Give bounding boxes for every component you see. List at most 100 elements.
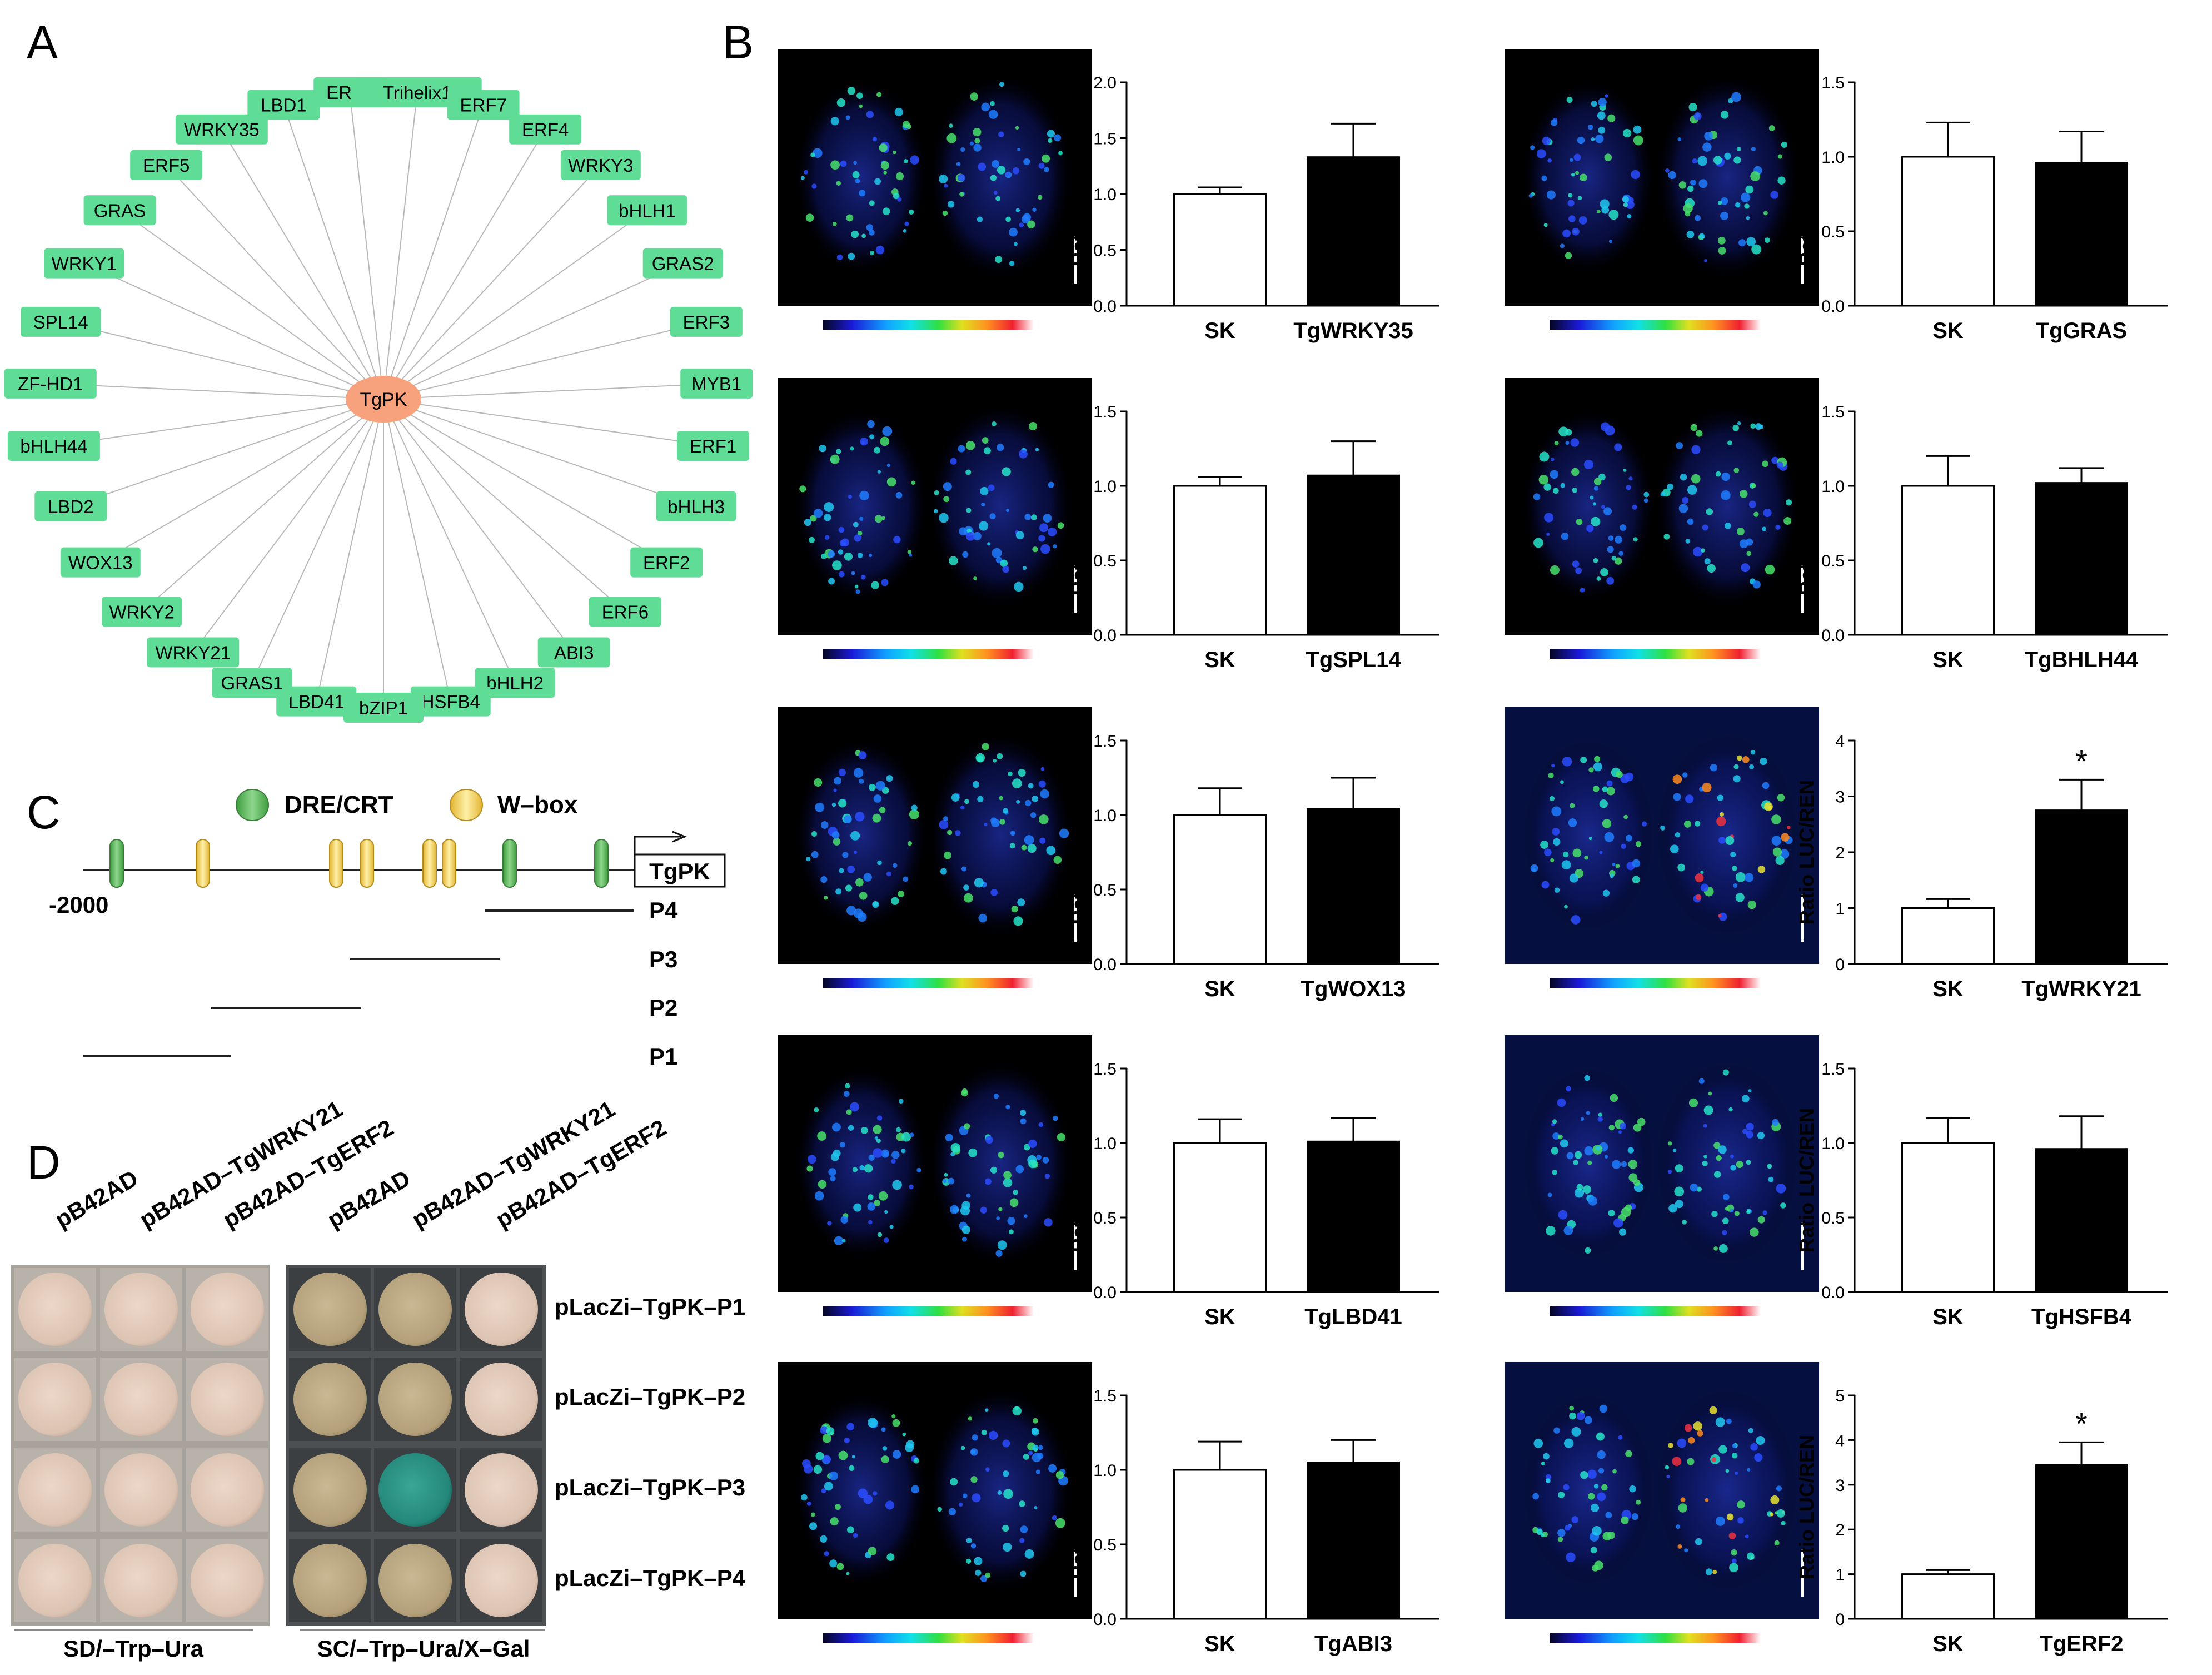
bar <box>1173 814 1267 965</box>
signal-spot <box>1571 915 1581 925</box>
network-edge <box>383 399 626 613</box>
network-node: LBD2 <box>34 491 107 521</box>
network-edge <box>383 165 601 400</box>
signal-spot <box>985 1467 990 1472</box>
signal-spot <box>1697 1430 1703 1437</box>
signal-spot <box>1598 1112 1603 1117</box>
signal-spot <box>1588 1196 1598 1206</box>
signal-spot <box>893 192 900 200</box>
signal-spot <box>1722 1217 1729 1225</box>
bar <box>1307 156 1400 307</box>
signal-spot <box>1786 499 1792 506</box>
signal-spot <box>873 1125 882 1134</box>
signal-spot <box>1692 158 1697 164</box>
signal-spot <box>984 1408 989 1412</box>
network-node-label: ERF3 <box>683 312 730 332</box>
signal-spot <box>1756 1436 1765 1445</box>
signal-spot <box>829 1559 838 1568</box>
signal-spot <box>1032 1444 1039 1452</box>
signal-spot <box>1610 1094 1618 1102</box>
signal-spot <box>1718 1445 1727 1454</box>
bar <box>1901 1142 1995 1293</box>
signal-spot <box>1600 199 1610 209</box>
panel-c-promoter: DRE/CRT W–box TgPK -2000 P4 P3 P2 P1 <box>49 789 726 1070</box>
signal-spot <box>1017 898 1025 907</box>
y-axis-label: Ratio LUC/REN <box>1795 1108 1818 1252</box>
signal-spot <box>1722 1194 1730 1201</box>
signal-spot <box>877 1232 883 1237</box>
signal-spot <box>1048 138 1053 143</box>
signal-spot <box>1618 1228 1627 1236</box>
y-tick-label: 1.5 <box>1821 74 1845 92</box>
category-label: SK <box>1932 319 1964 343</box>
signal-spot <box>1563 1438 1574 1448</box>
signal-spot <box>1783 516 1792 525</box>
signal-spot <box>1539 451 1550 462</box>
tss-arrow-icon <box>634 836 681 854</box>
signal-spot <box>1052 1515 1058 1520</box>
signal-spot <box>1552 1132 1560 1140</box>
signal-spot <box>855 178 860 183</box>
leaf-signal <box>795 409 928 603</box>
signal-spot <box>1727 440 1732 445</box>
signal-spot <box>944 1172 948 1177</box>
network-node-box <box>677 431 750 461</box>
signal-spot <box>1776 461 1783 469</box>
signal-spot <box>834 1236 844 1246</box>
signal-spot <box>1583 459 1594 470</box>
signal-spot <box>1607 546 1614 553</box>
network-node-label: HSFB4 <box>421 692 480 712</box>
signal-spot <box>1569 1412 1576 1420</box>
network-edge <box>283 105 384 400</box>
signal-spot <box>1536 149 1546 158</box>
signal-spot <box>868 1547 877 1555</box>
signal-spot <box>801 1494 808 1501</box>
signal-spot <box>945 1134 953 1142</box>
y-tick-label: 0.5 <box>1093 552 1117 570</box>
panel-letter-c: C <box>27 786 61 838</box>
colony <box>191 1453 264 1527</box>
signal-spot <box>1001 559 1005 563</box>
signal-spot <box>1722 1230 1727 1235</box>
signal-spot <box>1552 488 1559 494</box>
signal-spot <box>907 550 912 554</box>
signal-spot <box>836 181 841 186</box>
colony <box>104 1363 178 1436</box>
network-node: WRKY2 <box>102 597 182 627</box>
signal-spot <box>1563 1484 1570 1490</box>
signal-spot <box>1007 1217 1015 1225</box>
network-edge <box>383 382 717 400</box>
signal-spot <box>1737 1517 1744 1524</box>
signal-spot <box>1745 185 1754 194</box>
network-edge <box>100 399 384 563</box>
signal-spot <box>1560 243 1565 248</box>
signal-spot <box>815 1452 824 1460</box>
signal-spot <box>1569 1405 1575 1411</box>
network-edge <box>119 210 384 400</box>
signal-spot <box>854 584 859 589</box>
signal-spot <box>946 133 957 143</box>
signal-spot <box>830 117 839 126</box>
signal-spot <box>1593 486 1599 491</box>
y-tick-label: 0.5 <box>1821 223 1845 241</box>
signal-spot <box>1665 168 1670 173</box>
signal-spot <box>1573 153 1581 161</box>
signal-spot <box>866 111 874 118</box>
signal-spot <box>1733 764 1739 769</box>
signal-spot <box>1602 786 1608 792</box>
signal-spot <box>1566 97 1573 103</box>
signal-spot <box>1626 485 1631 490</box>
signal-spot <box>1709 1406 1717 1414</box>
signal-spot <box>1678 181 1687 189</box>
signal-spot <box>980 1206 987 1214</box>
signal-spot <box>898 1099 904 1104</box>
signal-spot <box>1677 1544 1682 1549</box>
signal-spot <box>855 812 865 822</box>
signal-spot <box>1572 848 1582 858</box>
signal-spot <box>966 508 972 513</box>
signal-spot <box>1750 171 1761 181</box>
signal-spot <box>1731 1558 1737 1564</box>
signal-spot <box>1688 1098 1698 1107</box>
